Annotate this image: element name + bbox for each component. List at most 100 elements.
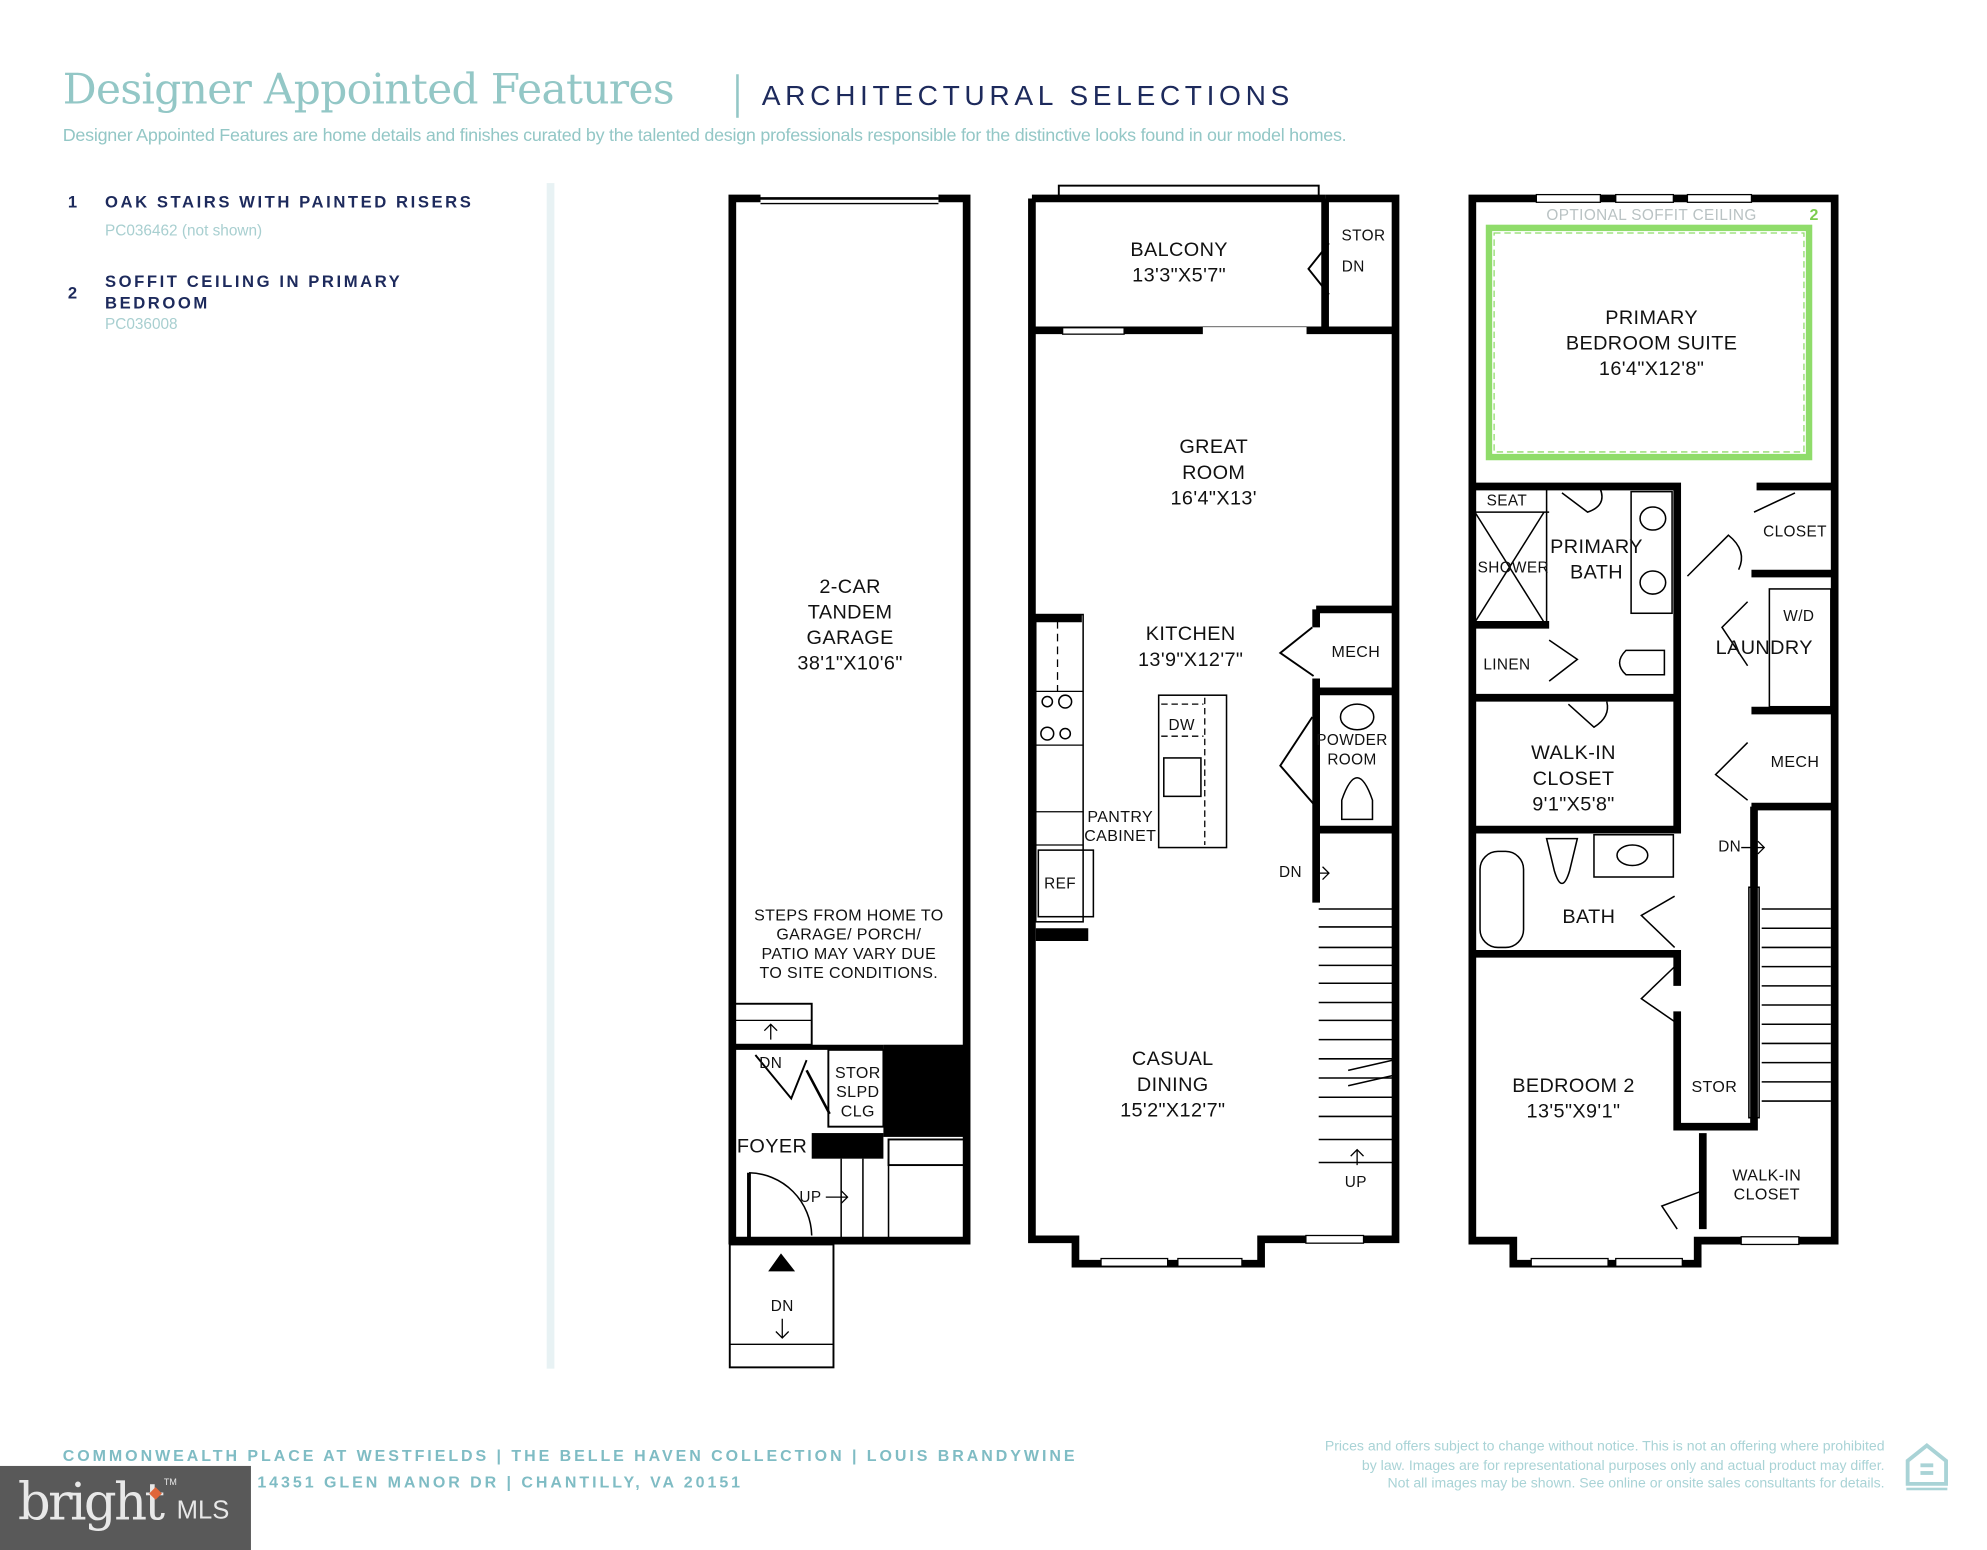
soffit-marker: 2 xyxy=(1809,206,1819,225)
room-dimensions: 9'1"X5'8" xyxy=(1532,793,1615,816)
dn-label: DN xyxy=(1718,837,1742,856)
dn-label: DN xyxy=(759,1053,783,1072)
room-name: POWDER xyxy=(1316,731,1388,749)
dn-label: DN xyxy=(1279,862,1303,881)
room-name: GARAGE xyxy=(806,627,894,650)
room-name: WALK-IN xyxy=(1732,1166,1802,1185)
room-name: ROOM xyxy=(1327,750,1377,769)
room-name: DINING xyxy=(1136,1074,1209,1096)
room-name: STOR xyxy=(834,1063,881,1082)
foyer-label: FOYER xyxy=(736,1135,808,1158)
room-name: TANDEM xyxy=(807,601,893,624)
bath-label: BATH xyxy=(1562,906,1616,929)
feature-code: PC036008 xyxy=(104,314,178,333)
room-name: PANTRY xyxy=(1087,807,1154,826)
room-dimensions: 38'1"X10'6" xyxy=(797,652,903,675)
room-dimensions: 13'5"X9'1" xyxy=(1526,1101,1621,1123)
up-label: UP xyxy=(1344,1172,1367,1191)
room-name: BEDROOM 2 xyxy=(1512,1075,1635,1098)
room-name: PRIMARY xyxy=(1605,307,1698,330)
bright-mls-logo: bright TM MLS xyxy=(0,1465,251,1550)
room-name: WALK-IN xyxy=(1531,742,1616,765)
room-name: KITCHEN xyxy=(1145,623,1236,646)
page-subtitle: ARCHITECTURAL SELECTIONS xyxy=(761,79,1294,112)
room-dimensions: 13'3"X5'7" xyxy=(1132,265,1227,287)
disclaimer-line: Not all images may be shown. See online … xyxy=(1387,1476,1885,1492)
room-name: BEDROOM SUITE xyxy=(1565,332,1738,355)
room-name: SLPD xyxy=(836,1083,880,1102)
lower-level-plan xyxy=(728,194,971,1369)
stoop-dn-label: DN xyxy=(770,1296,794,1315)
bedroom-2-label: BEDROOM 2 13'5"X9'1" xyxy=(1512,1074,1635,1125)
note-line: PATIO MAY VARY DUE xyxy=(761,944,937,963)
note-line: STEPS FROM HOME TO xyxy=(754,906,944,925)
washer-dryer-label: W/D xyxy=(1783,606,1815,625)
room-dimensions: 13'9"X12'7" xyxy=(1137,649,1244,671)
note-line: GARAGE/ PORCH/ xyxy=(776,925,922,944)
room-name: 2-CAR xyxy=(819,576,881,598)
walk-in-closet-label: WALK-IN CLOSET 9'1"X5'8" xyxy=(1531,741,1616,818)
room-name: BALCONY xyxy=(1130,239,1228,262)
room-name: CLOSET xyxy=(1532,768,1615,790)
vertical-divider xyxy=(546,183,555,1369)
room-dimensions: 16'4"X13' xyxy=(1170,487,1257,510)
main-level-plan xyxy=(1028,184,1400,1268)
feature-number: 2 xyxy=(67,282,78,303)
feature-code: PC036462 (not shown) xyxy=(104,221,263,240)
up-label: UP xyxy=(799,1188,822,1207)
feature-name: SOFFIT CEILING IN PRIMARY BEDROOM xyxy=(104,271,403,313)
disclaimer-line: Prices and offers subject to change with… xyxy=(1324,1439,1885,1455)
balcony-label: BALCONY 13'3"X5'7" xyxy=(1130,238,1228,289)
room-name: CABINET xyxy=(1084,827,1157,845)
stor-label: STOR xyxy=(1691,1078,1738,1096)
disclaimer: Prices and offers subject to change with… xyxy=(1270,1438,1885,1494)
dishwasher-label: DW xyxy=(1168,715,1195,734)
room-dimensions: 16'4"X12'8" xyxy=(1598,358,1705,381)
closet-label: CLOSET xyxy=(1763,522,1827,541)
disclaimer-line: by law. Images are for representational … xyxy=(1361,1457,1885,1473)
logo-trademark: TM xyxy=(163,1478,177,1488)
shower-label: SHOWER xyxy=(1477,558,1550,577)
refrigerator-label: REF xyxy=(1044,874,1077,893)
page-title: Designer Appointed Features xyxy=(62,64,675,114)
community-info: COMMONWEALTH PLACE AT WESTFIELDS | THE B… xyxy=(62,1446,1078,1465)
intro-text: Designer Appointed Features are home det… xyxy=(62,124,1347,145)
room-name: ROOM xyxy=(1182,462,1246,484)
great-room-label: GREAT ROOM 16'4"X13' xyxy=(1170,435,1257,512)
room-name: GREAT xyxy=(1179,436,1249,459)
balcony-dn-label: DN xyxy=(1341,257,1365,276)
laundry-label: LAUNDRY xyxy=(1715,637,1813,660)
linen-label: LINEN xyxy=(1483,655,1531,674)
mech-label: MECH xyxy=(1331,642,1381,661)
equal-housing-opportunity-icon xyxy=(1905,1442,1948,1491)
stor-label: STOR xyxy=(1341,226,1386,245)
soffit-label: OPTIONAL SOFFIT CEILING xyxy=(1546,206,1757,225)
room-name: BATH xyxy=(1570,562,1624,584)
logo-wordmark: bright xyxy=(17,1473,165,1533)
mech-label: MECH xyxy=(1770,752,1820,771)
feature-number: 1 xyxy=(67,192,78,212)
address: 14351 GLEN MANOR DR | CHANTILLY, VA 2015… xyxy=(257,1473,744,1492)
seat-label: SEAT xyxy=(1486,491,1528,510)
note-line: TO SITE CONDITIONS. xyxy=(759,964,939,982)
room-name: PRIMARY xyxy=(1550,536,1643,559)
kitchen-label: KITCHEN 13'9"X12'7" xyxy=(1138,622,1243,673)
title-separator xyxy=(736,74,739,118)
upper-level-plan xyxy=(1468,193,1839,1268)
logo-mls: MLS xyxy=(176,1496,230,1525)
feature-name: OAK STAIRS WITH PAINTED RISERS xyxy=(104,192,474,212)
primary-bath-label: PRIMARY BATH xyxy=(1550,535,1643,586)
room-name: CLG xyxy=(840,1102,875,1121)
room-name: CASUAL xyxy=(1131,1048,1214,1071)
room-name: CLOSET xyxy=(1733,1185,1800,1204)
